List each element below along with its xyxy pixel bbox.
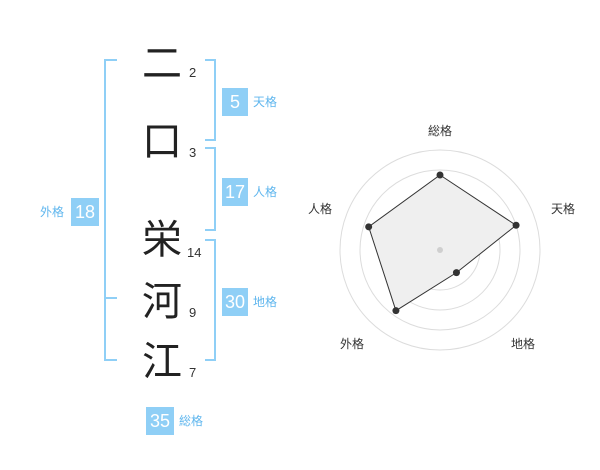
radar-points (365, 171, 520, 315)
jinkaku-bracket (205, 147, 216, 231)
stroke-count-2: 3 (189, 145, 197, 160)
name-char-5: 江 (142, 339, 182, 385)
tenkaku-bracket (205, 59, 216, 141)
radar-chart (339, 149, 541, 351)
radar-point-1 (436, 171, 444, 179)
jinkaku-value: 17 (222, 178, 248, 206)
radar-point-3 (452, 269, 460, 277)
soukaku-label: 総格 (179, 414, 204, 428)
radar-axis-label-jinkaku: 人格 (307, 202, 332, 216)
radar-ring-1 (339, 149, 541, 351)
gaikaku-value: 18 (71, 198, 99, 226)
radar-point-4 (392, 307, 400, 315)
gaikaku-bracket (104, 59, 117, 361)
radar-axis-label-soukaku: 総格 (427, 124, 452, 138)
chikaku-bracket (205, 239, 216, 361)
soukaku-value: 35 (146, 407, 174, 435)
radar-axis-label-tenkaku: 天格 (550, 202, 575, 216)
gaikaku-label: 外格 (40, 205, 65, 219)
chikaku-label: 地格 (253, 295, 278, 309)
tenkaku-label: 天格 (253, 95, 278, 109)
name-char-3: 栄 (142, 217, 182, 263)
tenkaku-value: 5 (222, 88, 248, 116)
radar-ring-2 (359, 169, 521, 331)
name-char-1: 二 (142, 41, 182, 87)
chikaku-value: 30 (222, 288, 248, 316)
name-char-4: 河 (142, 279, 182, 325)
stroke-count-1: 2 (189, 65, 197, 80)
radar-center-dot (437, 247, 443, 253)
radar-point-5 (365, 223, 373, 231)
radar-axis-label-gaikaku: 外格 (339, 337, 364, 351)
stroke-count-3: 14 (187, 245, 202, 260)
radar-axis-label-chikaku: 地格 (510, 337, 535, 351)
stroke-count-4: 9 (189, 305, 197, 320)
radar-area (368, 174, 517, 312)
name-char-2: 口 (142, 119, 182, 165)
radar-point-2 (512, 221, 520, 229)
stroke-count-5: 7 (189, 365, 197, 380)
jinkaku-label: 人格 (253, 185, 278, 199)
